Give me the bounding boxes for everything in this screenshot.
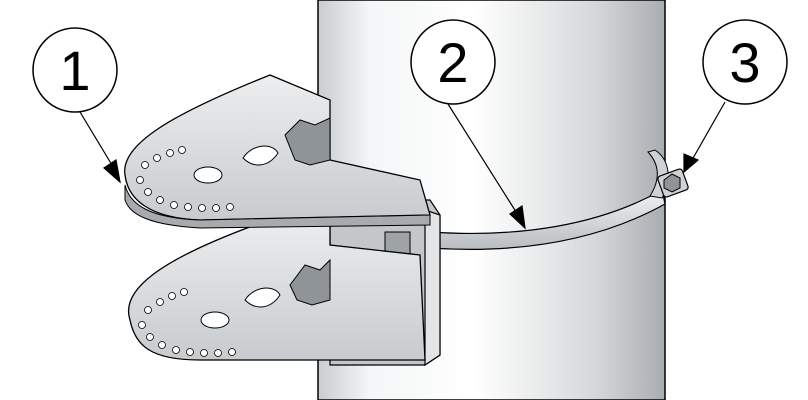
callout-3: 3 <box>702 19 788 105</box>
callout-1: 1 <box>32 27 118 113</box>
callout-2: 2 <box>410 19 496 105</box>
arrowhead-1 <box>103 158 121 184</box>
callout-2-label: 2 <box>437 31 468 94</box>
bracket <box>124 74 441 367</box>
leader-1 <box>79 111 116 171</box>
callout-3-label: 3 <box>729 31 760 94</box>
arrowhead-3 <box>683 153 700 174</box>
callout-1-label: 1 <box>59 39 90 102</box>
strap-screw <box>657 168 689 198</box>
arrowhead-2 <box>509 204 526 230</box>
leader-3 <box>691 101 726 161</box>
adjustment-holes <box>136 146 236 357</box>
leader-2 <box>447 103 519 216</box>
